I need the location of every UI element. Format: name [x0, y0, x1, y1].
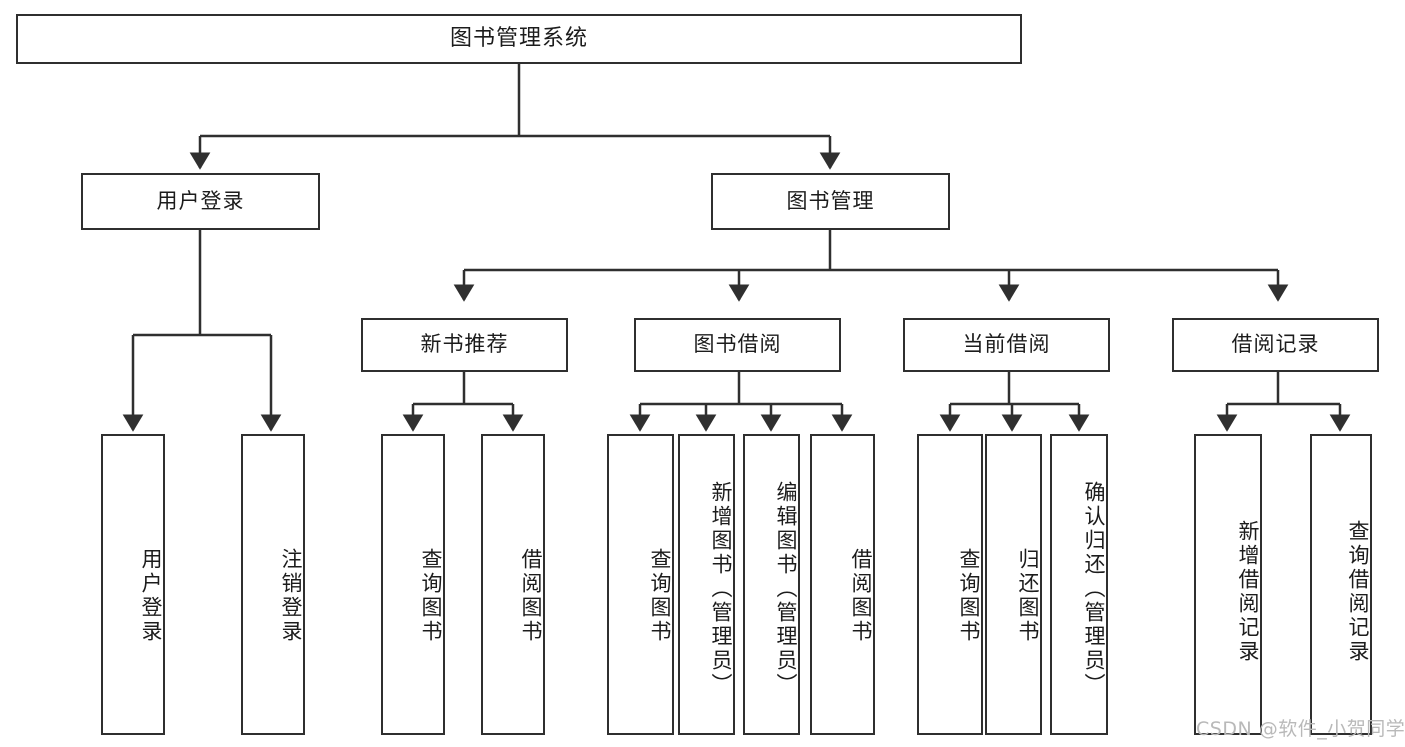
node-leaf-add-book-admin[interactable]: 新增图书（管理员）	[678, 434, 735, 735]
node-label: 查询借阅记录	[1346, 519, 1370, 664]
node-label: 新书推荐	[420, 332, 509, 357]
node-leaf-add-borrow-record[interactable]: 新增借阅记录	[1194, 434, 1262, 735]
node-user-login[interactable]: 用户登录	[81, 173, 320, 230]
node-borrow-record[interactable]: 借阅记录	[1172, 318, 1379, 372]
node-label: 借阅记录	[1231, 332, 1320, 357]
node-label: 借阅图书	[849, 547, 873, 644]
node-leaf-user-login[interactable]: 用户登录	[101, 434, 165, 735]
node-leaf-query-book-recommend[interactable]: 查询图书	[381, 434, 445, 735]
node-label: 新增图书（管理员）	[709, 480, 733, 697]
node-leaf-query-book-borrow[interactable]: 查询图书	[607, 434, 674, 735]
node-leaf-return-book[interactable]: 归还图书	[985, 434, 1042, 735]
node-label: 查询图书	[648, 547, 672, 644]
node-label: 用户登录	[156, 188, 245, 213]
node-label: 图书管理	[786, 188, 875, 213]
node-new-book-recommend[interactable]: 新书推荐	[361, 318, 568, 372]
node-label: 图书管理系统	[449, 25, 588, 51]
node-label: 借阅图书	[519, 547, 543, 644]
node-leaf-query-book-current[interactable]: 查询图书	[917, 434, 983, 735]
node-leaf-query-borrow-record[interactable]: 查询借阅记录	[1310, 434, 1372, 735]
node-leaf-confirm-return-admin[interactable]: 确认归还（管理员）	[1050, 434, 1108, 735]
node-label: 当前借阅	[962, 332, 1051, 357]
node-leaf-logout-login[interactable]: 注销登录	[241, 434, 305, 735]
node-label: 归还图书	[1016, 547, 1040, 644]
node-label: 图书借阅	[693, 332, 782, 357]
node-label: 查询图书	[419, 547, 443, 644]
node-label: 确认归还（管理员）	[1082, 480, 1106, 697]
node-leaf-edit-book-admin[interactable]: 编辑图书（管理员）	[743, 434, 800, 735]
node-label: 用户登录	[139, 547, 163, 644]
node-root-book-management-system[interactable]: 图书管理系统	[16, 14, 1022, 64]
node-current-borrow[interactable]: 当前借阅	[903, 318, 1110, 372]
node-label: 注销登录	[279, 547, 303, 644]
csdn-watermark: CSDN @软件_小贺同学	[1196, 718, 1405, 740]
node-label: 新增借阅记录	[1236, 519, 1260, 664]
node-label: 编辑图书（管理员）	[774, 480, 798, 697]
node-label: 查询图书	[957, 547, 981, 644]
node-leaf-borrow-book-borrow[interactable]: 借阅图书	[810, 434, 875, 735]
node-book-management[interactable]: 图书管理	[711, 173, 950, 230]
node-leaf-borrow-book-recommend[interactable]: 借阅图书	[481, 434, 545, 735]
node-book-borrow[interactable]: 图书借阅	[634, 318, 841, 372]
